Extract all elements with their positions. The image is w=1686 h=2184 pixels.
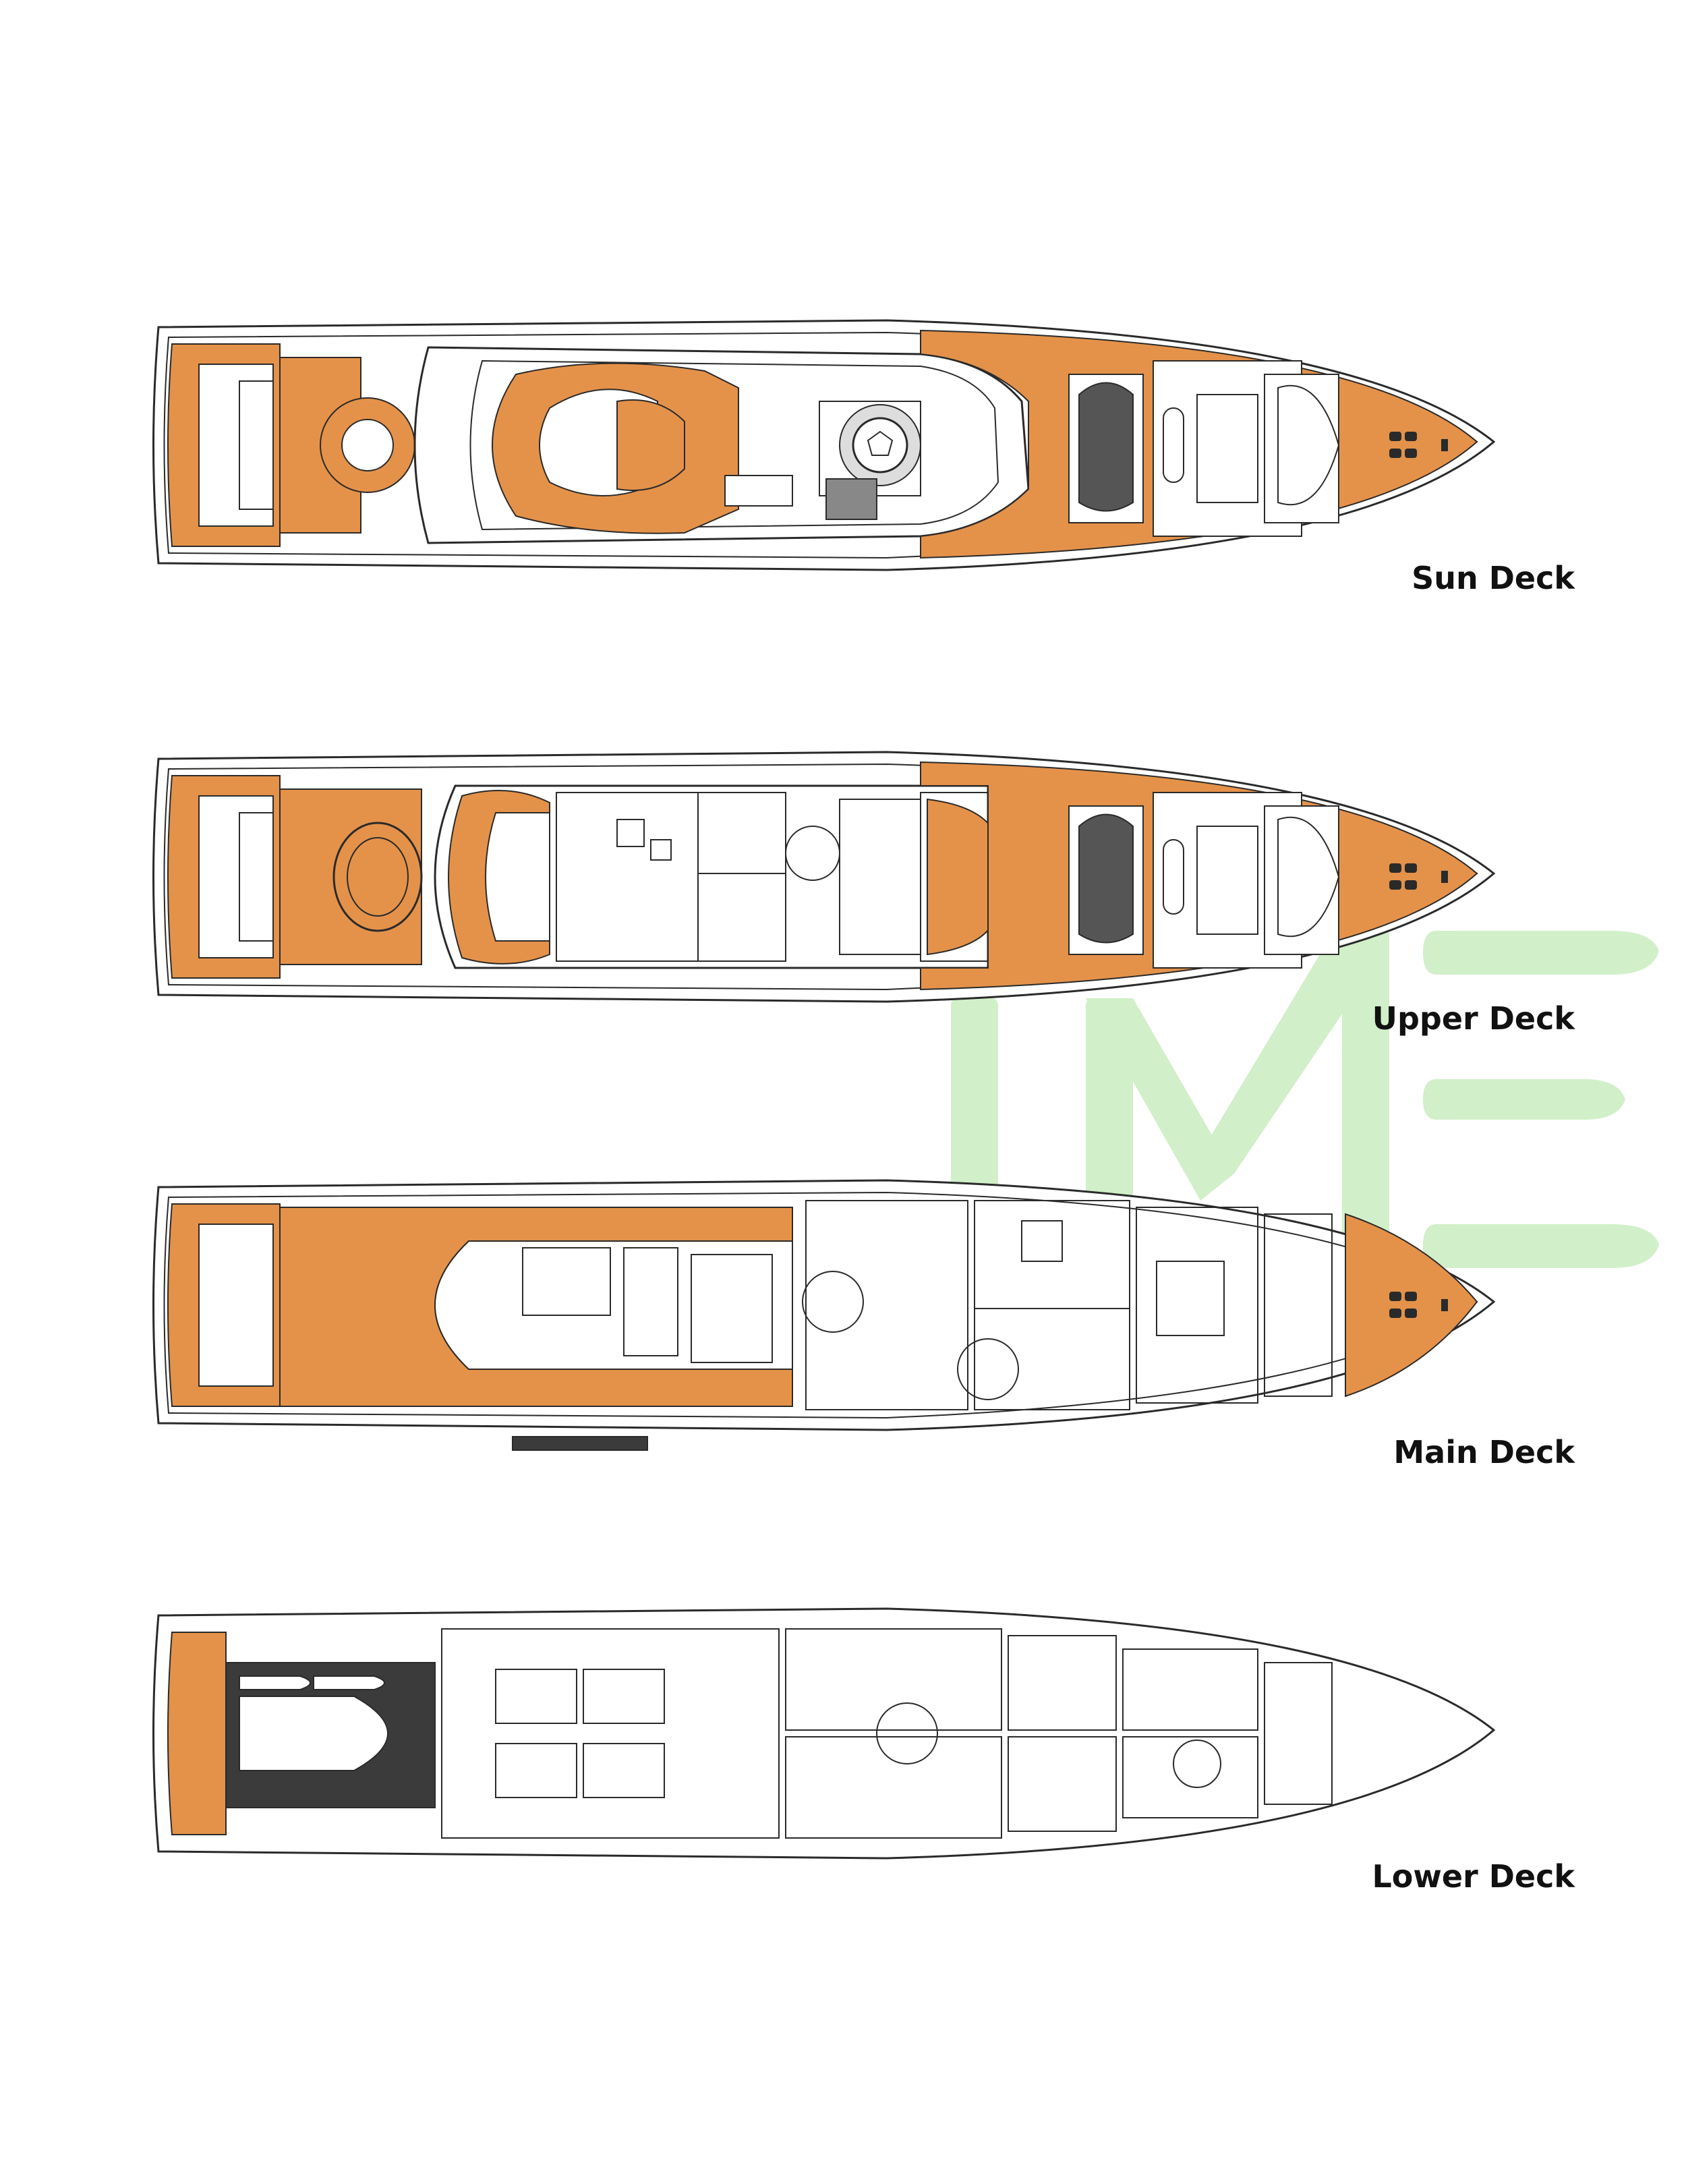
deck-label-upper: Upper Deck <box>1372 1000 1575 1037</box>
hull-outline <box>152 1607 1496 1860</box>
main-deck-plan: Main Deck <box>145 1167 1575 1470</box>
upper-deck-drawing <box>152 751 1496 1003</box>
sun-deck-plan: Sun Deck <box>145 307 1575 596</box>
upper-deck-plan: Upper Deck <box>145 739 1575 1037</box>
lower-deck-drawing <box>152 1607 1496 1860</box>
sun-deck-drawing <box>152 319 1496 571</box>
deck-label-lower: Lower Deck <box>1372 1858 1575 1895</box>
lower-deck-plan: Lower Deck <box>145 1595 1575 1895</box>
main-deck-drawing <box>152 1179 1496 1451</box>
deck-label-sun: Sun Deck <box>1412 560 1575 596</box>
deck-label-main: Main Deck <box>1393 1434 1575 1470</box>
